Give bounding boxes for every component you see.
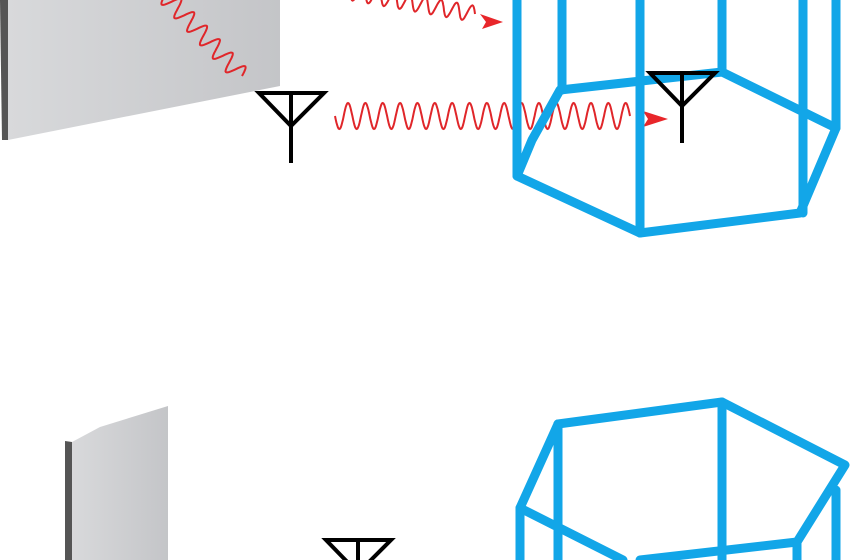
bottom-hexagonal-prism bbox=[515, 397, 850, 560]
bottom-wall-edge bbox=[65, 441, 72, 560]
receiver-antenna-icon bbox=[645, 71, 720, 143]
wave-arrow bbox=[480, 14, 503, 29]
direct-wave-arrow bbox=[643, 111, 668, 127]
bottom-wall bbox=[72, 406, 168, 560]
direct-wave bbox=[334, 101, 631, 131]
top-wall-edge bbox=[0, 0, 8, 140]
top-wall bbox=[8, 0, 280, 140]
bottom-panel bbox=[65, 397, 850, 560]
reflected-wave bbox=[160, 0, 247, 77]
transmitter-antenna-icon bbox=[254, 91, 329, 163]
incoming-wave bbox=[350, 0, 476, 21]
bottom-antenna-icon bbox=[321, 538, 396, 560]
top-panel bbox=[0, 0, 841, 238]
top-hexagonal-prism bbox=[512, 0, 841, 238]
